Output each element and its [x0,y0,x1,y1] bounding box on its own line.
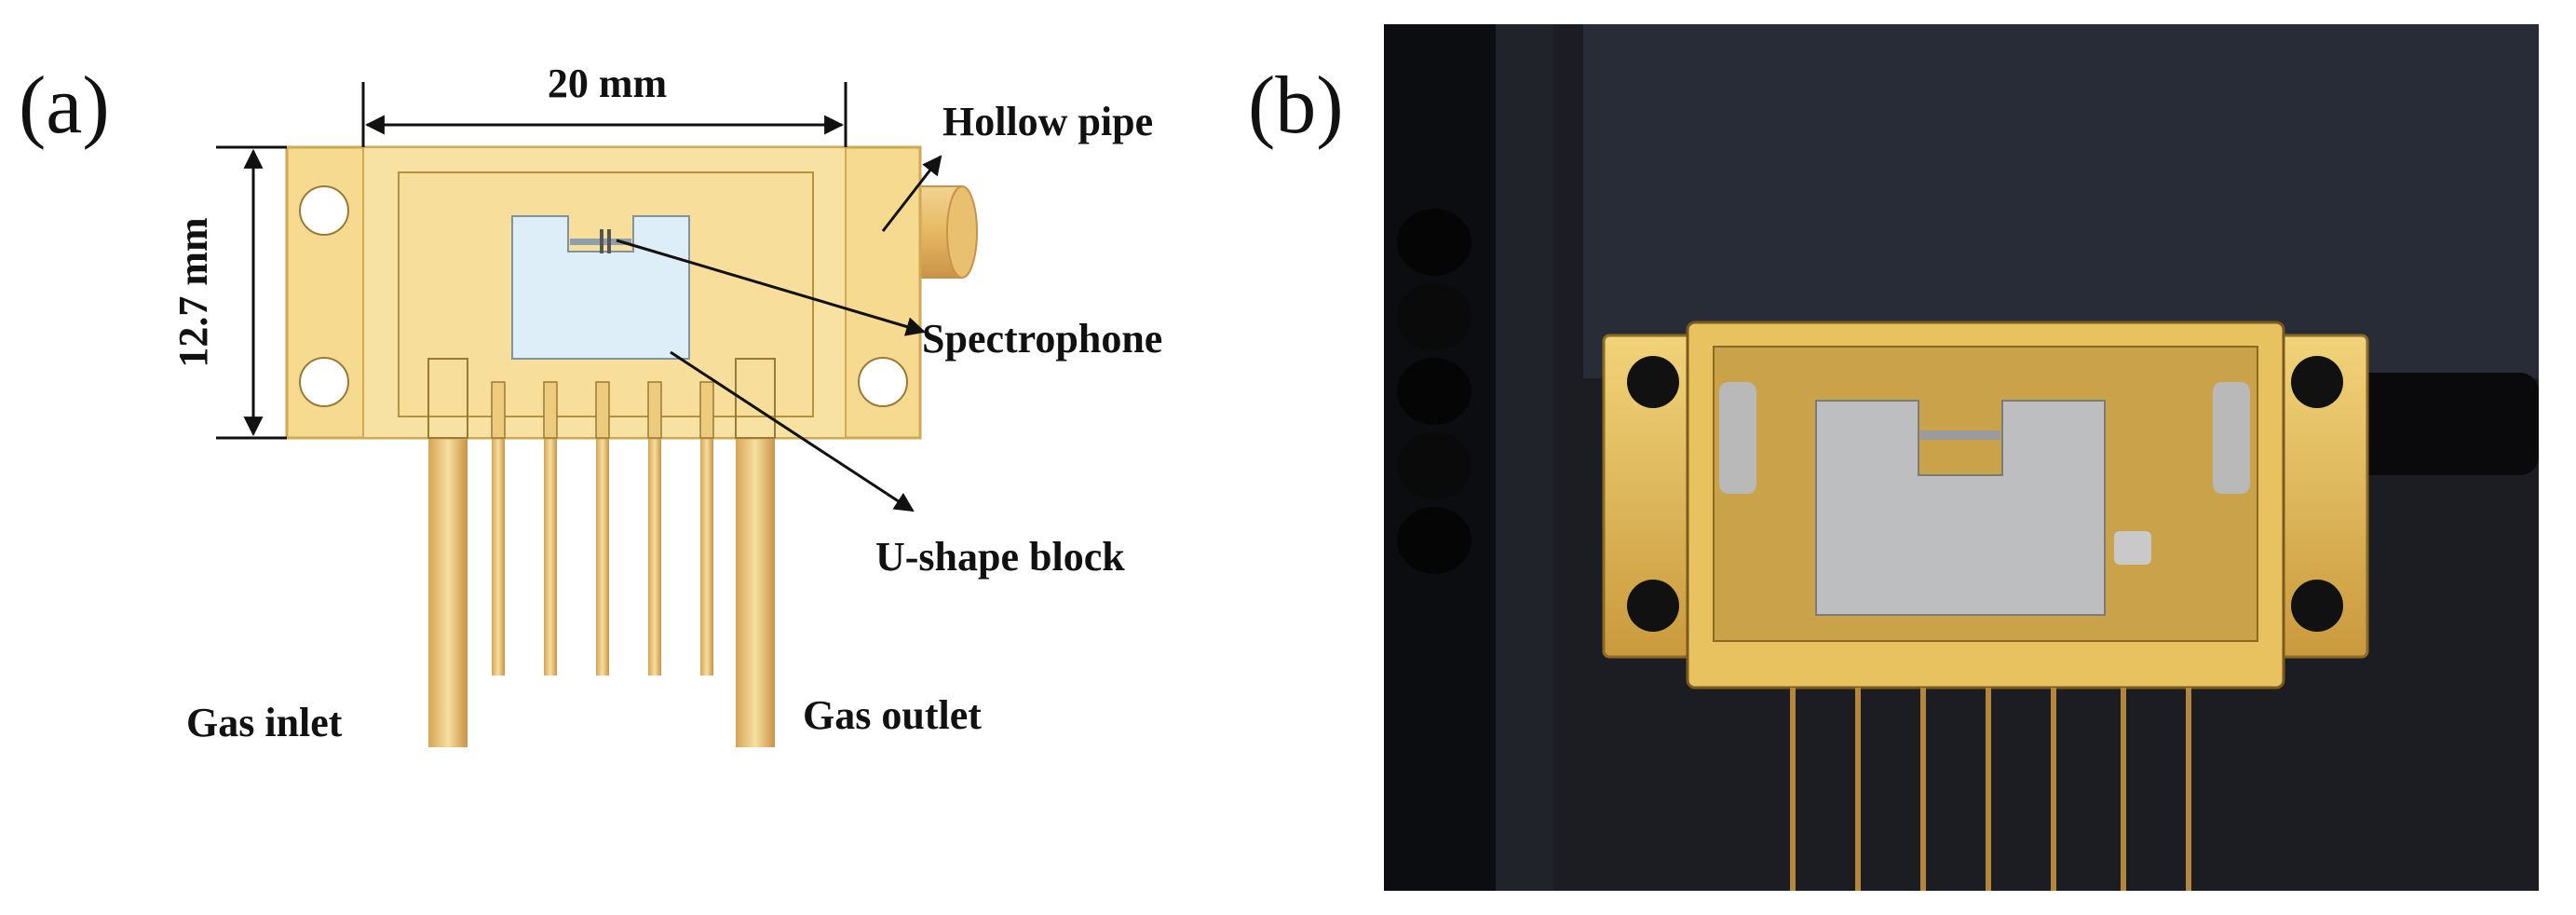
panel-a-label: (a) [19,61,110,151]
gas-outlet-tube [736,438,775,747]
gas-inlet-label: Gas inlet [186,700,343,745]
photo [1384,24,2539,891]
gas-inlet-tube [428,438,468,747]
hollow-pipe-label: Hollow pipe [942,99,1153,144]
pins [428,438,775,747]
electrical-pin [700,438,713,676]
panel-a: (a) [19,61,1162,747]
spectrophone-label: Spectrophone [922,316,1162,362]
dimension-width: 20 mm [361,61,847,147]
height-label: 12.7 mm [170,217,216,367]
panel-b-label: (b) [1248,61,1344,151]
electrical-pin [492,438,505,676]
mount-hole [299,357,349,407]
mount-hole [858,357,908,407]
u-shape-block [511,215,690,360]
width-label: 20 mm [548,61,667,106]
dimension-height: 12.7 mm [170,145,287,440]
electrical-pin [596,438,609,676]
panel-b: (b) [1248,24,2539,891]
mount-hole [299,185,349,236]
u-shape-block-label: U-shape block [875,534,1125,580]
electrical-pin [544,438,557,676]
gas-outlet-label: Gas outlet [803,692,982,738]
callouts: Hollow pipe Spectrophone U-shape block G… [186,99,1162,745]
electrical-pin [648,438,661,676]
